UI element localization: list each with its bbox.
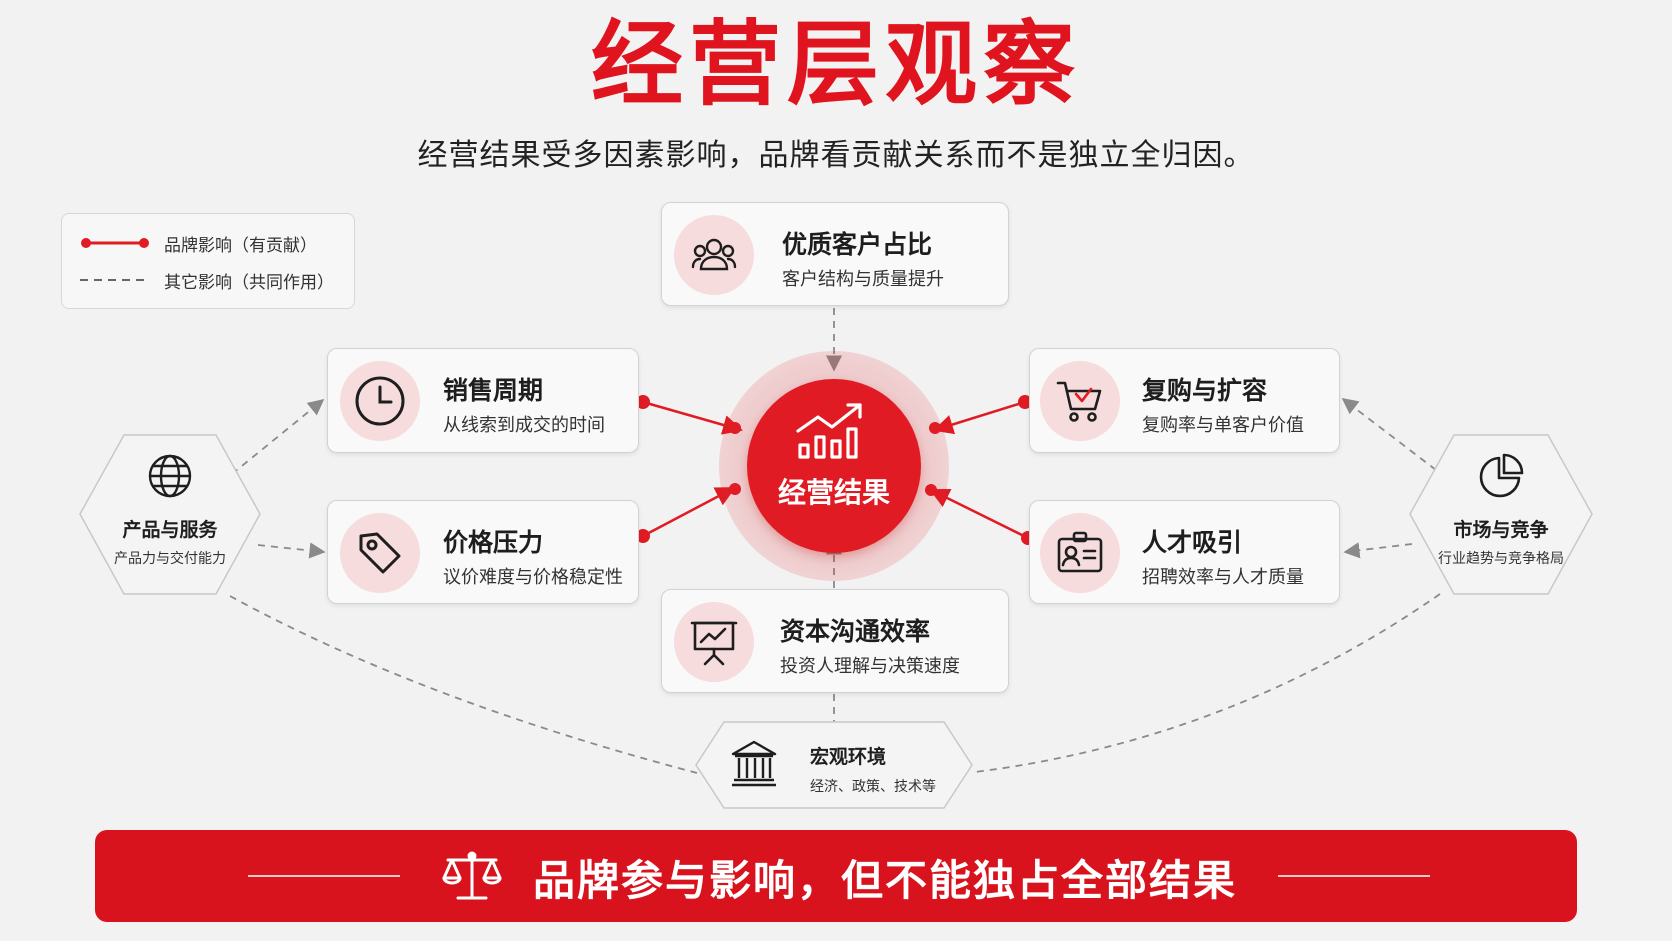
link-market-talent xyxy=(1343,542,1413,559)
node-title: 优质客户占比 xyxy=(782,230,933,259)
legend: 品牌影响（有贡献） 其它影响（共同作用） xyxy=(61,213,355,309)
factor-title: 宏观环境 xyxy=(810,746,887,768)
people-icon xyxy=(674,215,754,295)
link-sales-center xyxy=(642,400,743,435)
factor-title: 产品与服务 xyxy=(122,519,218,541)
scale-icon xyxy=(442,851,502,900)
factor-title: 市场与竞争 xyxy=(1453,519,1549,541)
node-subtitle: 从线索到成交的时间 xyxy=(443,415,605,436)
link-product-price xyxy=(257,542,326,559)
conclusion-banner: 品牌参与影响，但不能独占全部结果 xyxy=(95,830,1577,922)
page-title: 经营层观察 xyxy=(590,11,1081,118)
factor-market-hex: 市场与竞争 行业趋势与竞争格局 xyxy=(1408,433,1594,596)
node-title: 资本沟通效率 xyxy=(780,617,931,646)
legend-row-brand: 品牌影响（有贡献） xyxy=(80,230,317,256)
node-sales-card: 销售周期 从线索到成交的时间 xyxy=(327,348,639,453)
node-subtitle: 投资人理解与决策速度 xyxy=(780,656,960,677)
legend-other-label: 其它影响（共同作用） xyxy=(164,272,334,293)
factor-subtitle: 经济、政策、技术等 xyxy=(810,779,936,795)
legend-row-other: 其它影响（共同作用） xyxy=(80,267,334,293)
banner-divider-right xyxy=(1278,875,1430,877)
factor-subtitle: 行业趋势与竞争格局 xyxy=(1438,551,1564,567)
link-product-sales xyxy=(231,398,325,475)
brand-link-dots xyxy=(636,395,1035,545)
link-product-macro xyxy=(229,595,698,774)
link-market-repurchase xyxy=(1341,398,1437,471)
banner-text: 品牌参与影响，但不能独占全部结果 xyxy=(533,856,1238,905)
node-subtitle: 复购率与单客户价值 xyxy=(1142,415,1304,436)
brand-links xyxy=(642,400,1029,540)
node-capital-card: 资本沟通效率 投资人理解与决策速度 xyxy=(661,589,1009,693)
dashed-line-icon xyxy=(80,279,150,281)
clock-icon xyxy=(340,361,420,441)
legend-brand-label: 品牌影响（有贡献） xyxy=(164,235,317,256)
link-talent-center xyxy=(929,488,1029,540)
id-card-icon xyxy=(1040,513,1120,593)
node-talent-card: 人才吸引 招聘效率与人才质量 xyxy=(1029,500,1340,604)
banner-divider-left xyxy=(248,875,400,877)
node-price-card: 价格压力 议价难度与价格稳定性 xyxy=(327,500,639,604)
globe-icon xyxy=(148,454,192,498)
growth-chart-icon xyxy=(796,403,862,459)
node-title: 人才吸引 xyxy=(1142,528,1243,557)
bank-icon xyxy=(731,740,777,787)
pie-chart-icon xyxy=(1479,453,1524,498)
red-line-icon xyxy=(81,238,149,248)
node-quality-card: 优质客户占比 客户结构与质量提升 xyxy=(661,202,1009,306)
factor-macro-hex: 宏观环境 经济、政策、技术等 xyxy=(694,720,974,810)
other-links xyxy=(229,308,1441,774)
node-title: 销售周期 xyxy=(443,376,544,405)
tag-icon xyxy=(340,513,420,593)
link-market-macro xyxy=(974,593,1441,773)
node-subtitle: 招聘效率与人才质量 xyxy=(1142,567,1304,588)
node-repurchase-card: 复购与扩容 复购率与单客户价值 xyxy=(1029,348,1340,453)
node-title: 复购与扩容 xyxy=(1142,376,1268,405)
factor-product-hex: 产品与服务 产品力与交付能力 xyxy=(78,433,262,596)
node-subtitle: 客户结构与质量提升 xyxy=(782,269,944,290)
center-node: 经营结果 xyxy=(747,379,921,553)
link-price-center xyxy=(642,486,736,538)
presentation-icon xyxy=(674,602,754,682)
node-subtitle: 议价难度与价格稳定性 xyxy=(443,567,623,588)
cart-icon xyxy=(1040,361,1120,441)
node-title: 价格压力 xyxy=(443,528,544,557)
link-repurchase-center xyxy=(933,400,1026,435)
page-subtitle: 经营结果受多因素影响，品牌看贡献关系而不是独立全归因。 xyxy=(417,138,1255,173)
factor-subtitle: 产品力与交付能力 xyxy=(114,551,226,567)
center-label: 经营结果 xyxy=(777,476,890,509)
